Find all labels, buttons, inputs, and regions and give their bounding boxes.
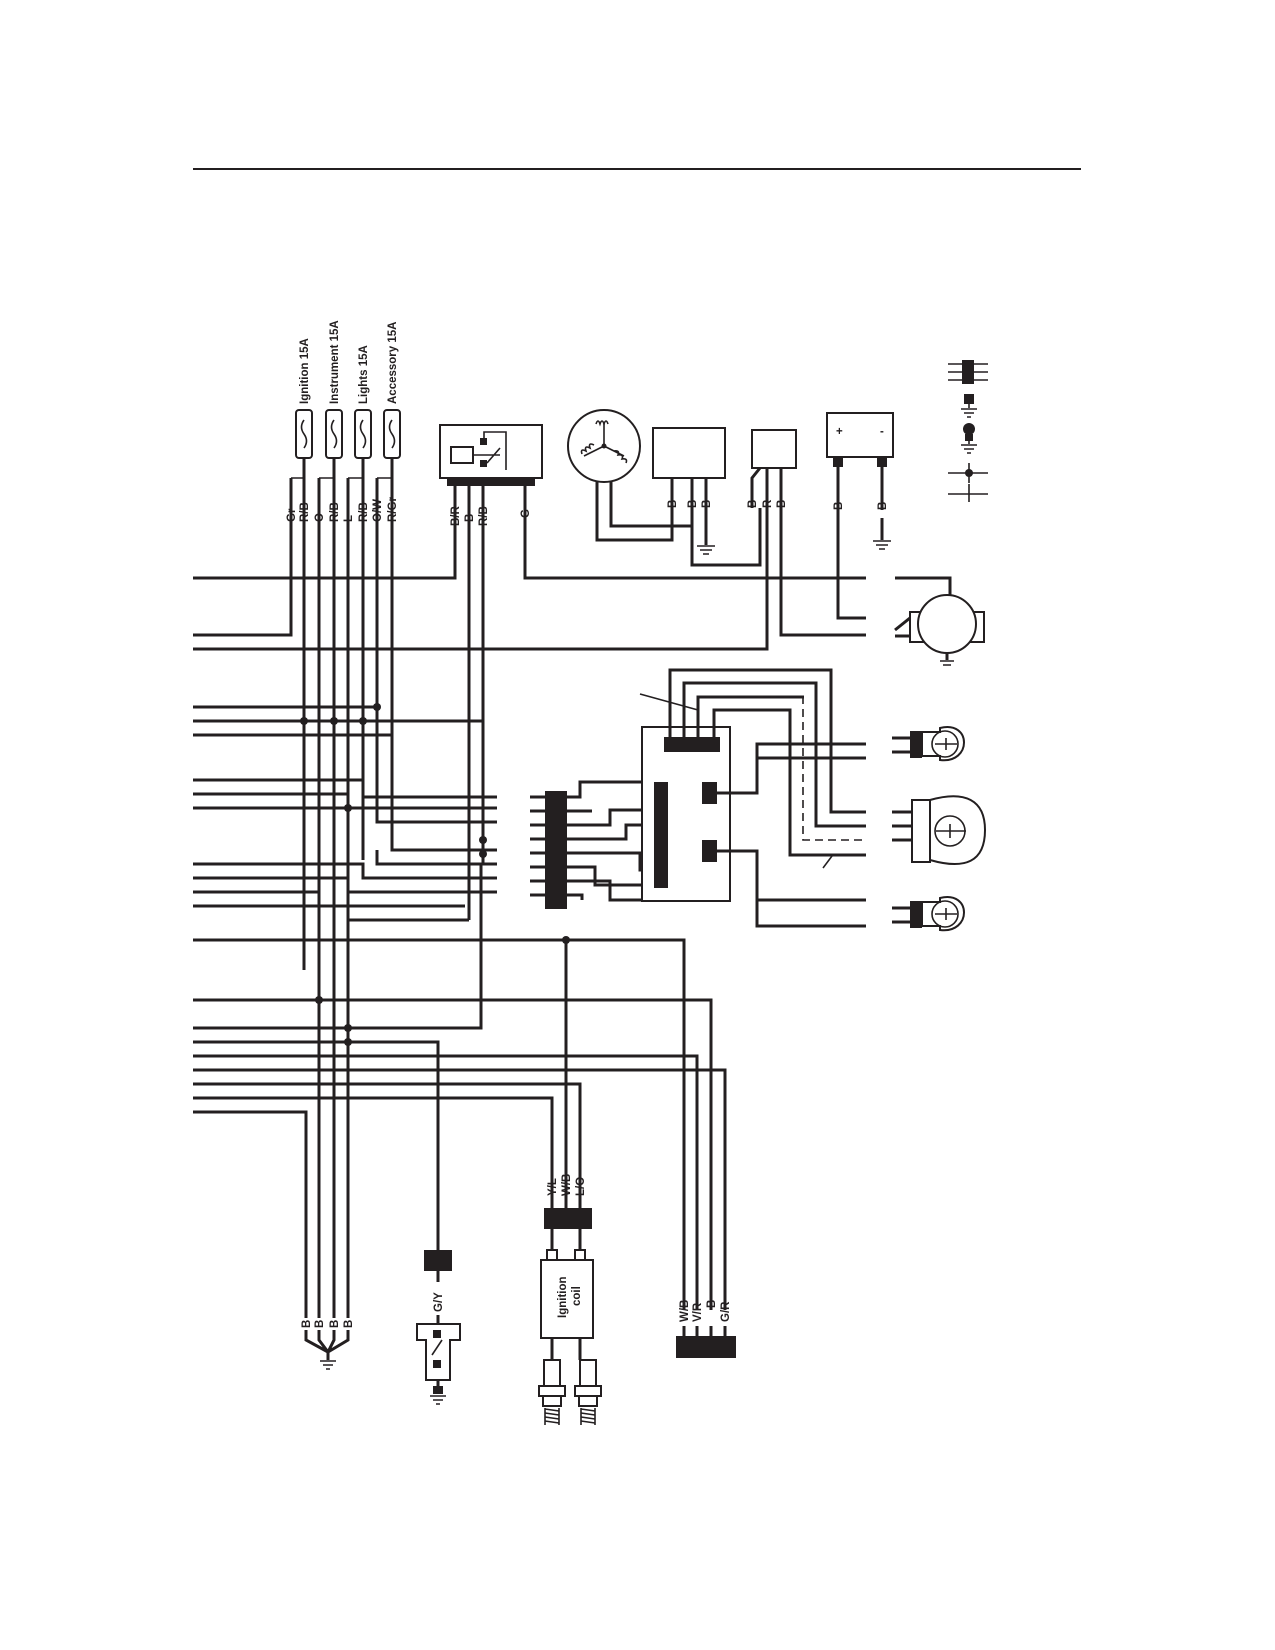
fuse-box: Ignition 15A Instrument 15A Lights 15A A… xyxy=(289,320,401,508)
spark-plug-icon xyxy=(538,1359,566,1425)
fuse-lights xyxy=(354,409,372,459)
rect-wire-label: B xyxy=(687,500,699,508)
ground-legend-icon xyxy=(961,394,977,418)
fuse-instrument xyxy=(325,409,343,459)
connector-wire-label: G/R xyxy=(720,1301,732,1322)
rect-wire-label: B xyxy=(667,500,679,508)
legend-symbols xyxy=(948,360,988,502)
alternator xyxy=(567,409,694,542)
ground-icon xyxy=(873,540,891,550)
lamp-top xyxy=(892,726,965,762)
connector-wire-label: W/B xyxy=(679,1300,691,1322)
ignition-coil-label: Ignition xyxy=(557,1276,569,1318)
connector-wire-label: V/R xyxy=(692,1302,704,1322)
ground-wire-label: B xyxy=(301,1320,313,1328)
side-stand-switch: G/Y xyxy=(416,1250,461,1405)
coil-wire-label: Y/L xyxy=(547,1178,559,1196)
fuse-label-accessory: Accessory 15A xyxy=(387,322,399,404)
spark-plug-icon xyxy=(574,1359,602,1425)
ignition-coil-assembly: Y/L W/B L/O Ignition coil xyxy=(538,1174,602,1425)
relay: B/R B R/B G xyxy=(439,424,543,526)
fuse-ignition xyxy=(295,409,313,459)
control-unit xyxy=(639,668,866,928)
ground-wire-label: B xyxy=(329,1320,341,1328)
box2-wire-label: R xyxy=(762,499,774,508)
ground-wire-label: B xyxy=(343,1320,355,1328)
rect-wire-label: B xyxy=(701,500,713,508)
coil-wire-label: W/B xyxy=(561,1174,573,1196)
ignition-coil-label: coil xyxy=(571,1286,583,1306)
coil-wire-label: L/O xyxy=(575,1177,587,1196)
harness xyxy=(193,508,866,1318)
ground-icon xyxy=(320,1360,336,1370)
earth-point-legend-icon xyxy=(961,423,977,454)
switch-wire-label: G/Y xyxy=(433,1292,445,1312)
lamp-bottom xyxy=(892,896,965,932)
box2-wire-label: B xyxy=(776,500,788,508)
multi-pin-connector xyxy=(530,780,656,909)
ground-junction: B B B B xyxy=(301,1320,355,1370)
battery-plus: + xyxy=(836,426,843,438)
connector-wire-label: B xyxy=(706,1300,718,1308)
ground-icon xyxy=(940,660,954,666)
battery-wire-label: B xyxy=(877,502,889,510)
ground-wire-label: B xyxy=(314,1320,326,1328)
fuse-accessory xyxy=(383,409,401,459)
connector-legend-icon xyxy=(948,360,988,384)
ground-icon xyxy=(697,540,715,555)
starter-motor xyxy=(894,576,985,666)
fuse-label-lights: Lights 15A xyxy=(358,345,370,404)
battery-wire-label: B xyxy=(833,502,845,510)
box2-wire-label: B xyxy=(747,500,759,508)
lamp-headlight xyxy=(892,795,987,865)
regulator-box: B R B xyxy=(747,429,797,508)
junction-legend-icon xyxy=(948,463,988,502)
fuse-label-ignition: Ignition 15A xyxy=(299,338,311,404)
diagnostic-connector: W/B V/R B G/R xyxy=(676,1300,736,1358)
battery-minus: - xyxy=(880,426,884,438)
ground-icon xyxy=(430,1386,446,1405)
battery: + - B B xyxy=(826,412,894,550)
fuse-label-instrument: Instrument 15A xyxy=(329,320,341,404)
rectifier: B B B xyxy=(652,427,762,567)
